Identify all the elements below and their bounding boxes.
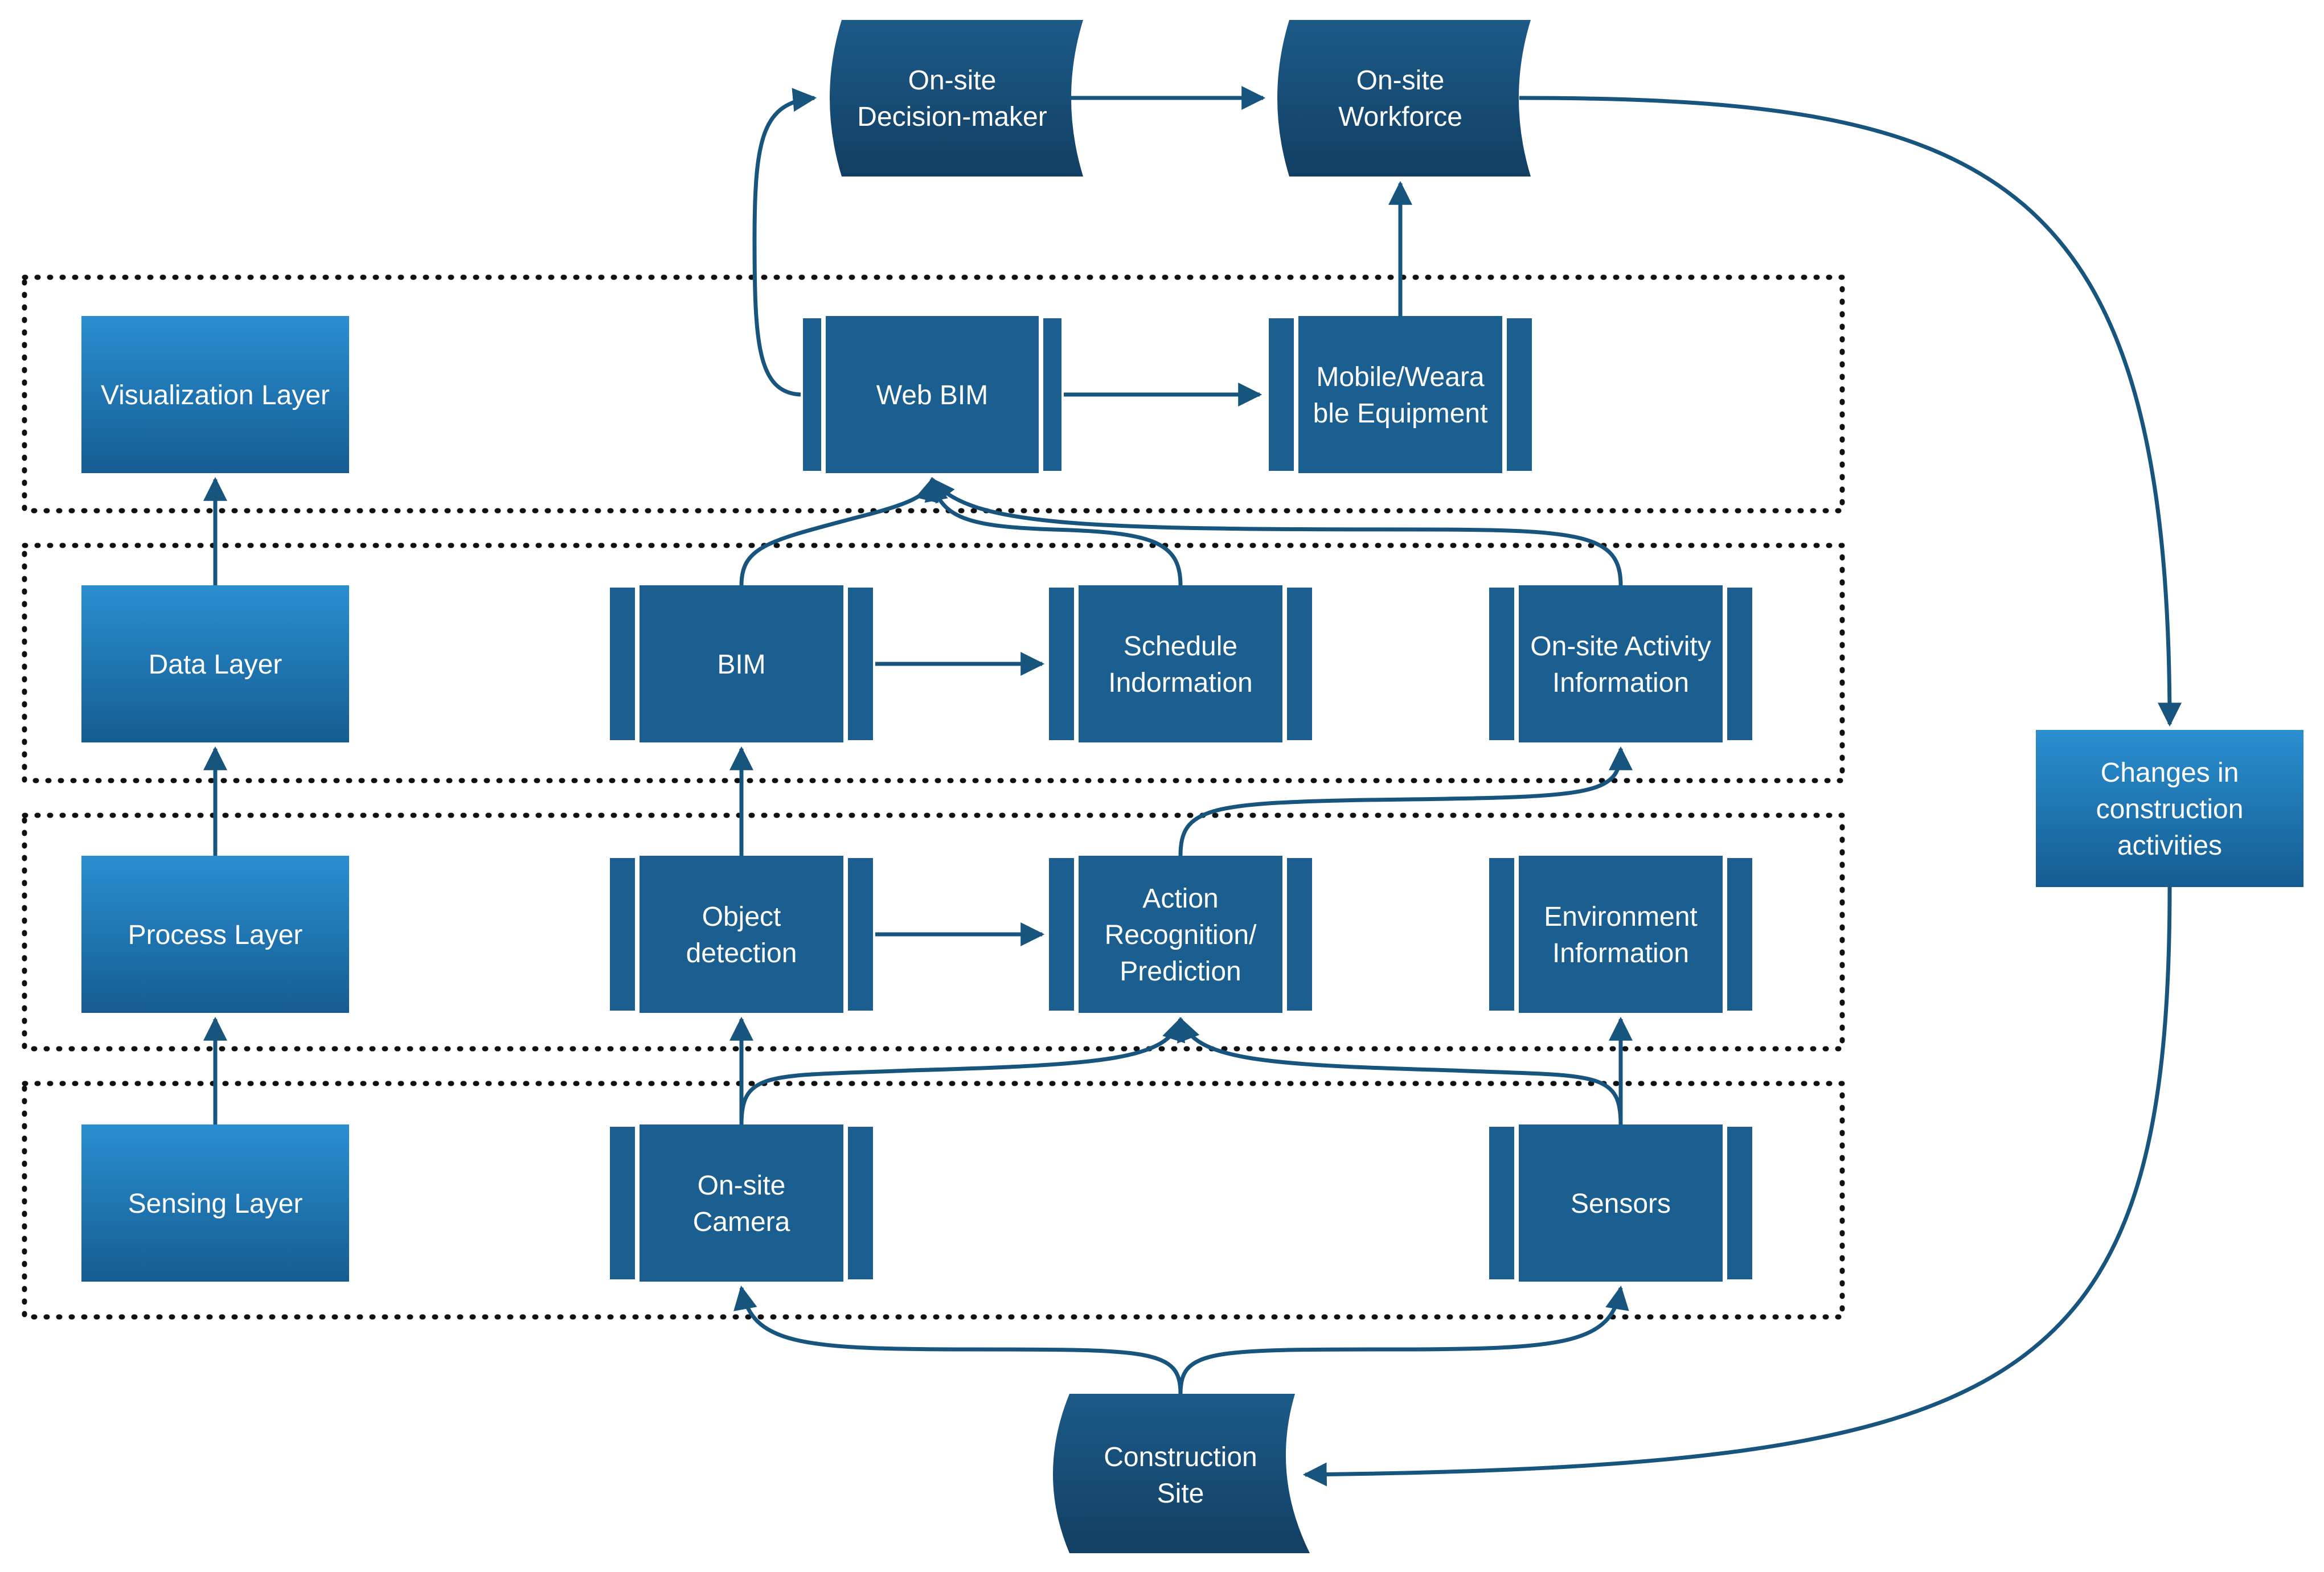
node-changes-in-construction-activities: Changes in construction activities bbox=[2036, 730, 2303, 887]
node-label-line: Mobile/Weara bbox=[1316, 362, 1485, 392]
node-label-line: Information bbox=[1552, 938, 1689, 968]
layer-sensing-label: Sensing Layer bbox=[128, 1189, 303, 1219]
node-mobile-wearable-equipment: Mobile/Weara ble Equipment bbox=[1264, 314, 1536, 475]
node-label-line: Site bbox=[1157, 1479, 1204, 1509]
node-bim: BIM bbox=[605, 583, 878, 745]
node-label-line: On-site bbox=[1356, 65, 1445, 96]
arrow-camera-to-action bbox=[739, 1017, 1186, 1125]
arrow-site-to-sensors bbox=[1178, 1285, 1629, 1394]
node-label-line: ble Equipment bbox=[1313, 399, 1488, 429]
node-label-line: detection bbox=[686, 938, 797, 968]
node-label-line: On-site bbox=[698, 1171, 786, 1201]
node-label-line: Object bbox=[702, 902, 781, 932]
node-label-line: Construction bbox=[1104, 1442, 1257, 1472]
arrow-sensors-to-action bbox=[1177, 1017, 1623, 1125]
node-label-line: On-site Activity bbox=[1530, 631, 1711, 662]
arrow-workforce-to-changes bbox=[1519, 96, 2182, 727]
node-label-line: BIM bbox=[717, 650, 765, 680]
node-label-line: Recognition/ bbox=[1105, 920, 1257, 950]
layer-bands bbox=[22, 274, 1845, 1320]
node-label-line: Workforce bbox=[1338, 102, 1462, 132]
layer-visualization-label: Visualization Layer bbox=[101, 380, 330, 411]
arrow-action-to-activity bbox=[1178, 746, 1633, 856]
node-label-line: Web BIM bbox=[876, 380, 989, 411]
visualization-band bbox=[22, 274, 1845, 514]
node-label-line: Environment bbox=[1544, 902, 1697, 932]
arrow-site-to-camera bbox=[733, 1285, 1183, 1394]
arrow-schedule-to-web-bim bbox=[924, 477, 1183, 586]
layer-process: Process Layer bbox=[81, 856, 349, 1013]
node-label-line: Camera bbox=[693, 1207, 790, 1237]
node-label-line: Changes in bbox=[2101, 758, 2239, 788]
node-label-line: Sensors bbox=[1571, 1189, 1671, 1219]
node-label-line: Schedule bbox=[1124, 631, 1237, 662]
layer-visualization: Visualization Layer bbox=[81, 316, 349, 473]
layer-data-label: Data Layer bbox=[149, 650, 282, 680]
arrow-activity-to-web-bim bbox=[931, 477, 1623, 586]
layer-sensing: Sensing Layer bbox=[81, 1124, 349, 1282]
arrow-changes-to-construction-site bbox=[1302, 886, 2172, 1487]
arrow-bim-to-web-bim bbox=[739, 477, 939, 586]
node-object-detection: Object detection bbox=[605, 853, 878, 1015]
arrow-web-bim-to-decision-maker bbox=[752, 88, 817, 397]
layer-data: Data Layer bbox=[81, 585, 349, 742]
node-label-line: activities bbox=[2117, 831, 2222, 861]
node-label-line: On-site bbox=[908, 65, 997, 96]
node-label-line: Prediction bbox=[1120, 957, 1241, 987]
node-label-line: construction bbox=[2096, 794, 2244, 824]
node-label-line: Indormation bbox=[1108, 668, 1252, 698]
flow-arrows bbox=[203, 86, 2182, 1487]
process-band bbox=[22, 812, 1845, 1052]
layer-process-label: Process Layer bbox=[128, 920, 303, 950]
node-label-line: Action bbox=[1142, 884, 1218, 914]
node-sensors: Sensors bbox=[1485, 1122, 1757, 1284]
node-label-line: Information bbox=[1552, 668, 1689, 698]
node-web-bim: Web BIM bbox=[798, 314, 1066, 475]
node-label-line: Decision-maker bbox=[857, 102, 1047, 132]
sensing-band bbox=[22, 1081, 1845, 1320]
